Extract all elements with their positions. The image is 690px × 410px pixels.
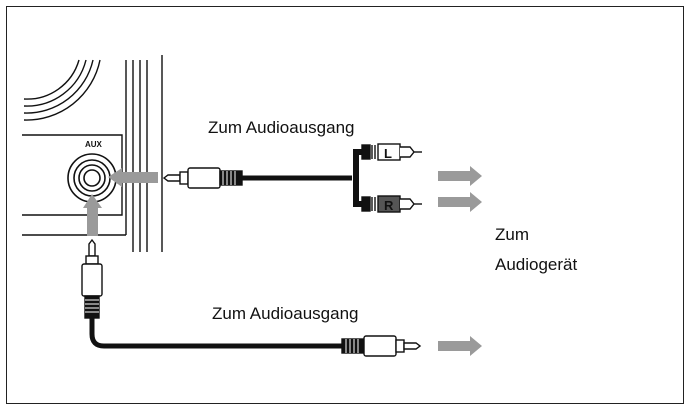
mini-plug-bottom-horizontal bbox=[341, 335, 422, 357]
rca-plug-left bbox=[361, 143, 422, 161]
bottom-output-label: Zum Audioausgang bbox=[212, 304, 359, 323]
cable-bottom bbox=[89, 318, 342, 349]
mini-plug-bottom-vertical bbox=[81, 238, 103, 319]
top-output-label: Zum Audioausgang bbox=[208, 118, 355, 137]
arrow-into-jack-bottom bbox=[83, 194, 102, 236]
mini-plug-top bbox=[162, 167, 243, 189]
diagram-frame bbox=[6, 6, 684, 404]
aux-label: AUX bbox=[85, 140, 103, 149]
arrow-bottom-out bbox=[438, 336, 482, 356]
device-panel bbox=[22, 55, 163, 252]
plug-left-label: L bbox=[384, 146, 392, 161]
cable-splitter bbox=[353, 149, 366, 207]
plug-right-label: R bbox=[384, 198, 394, 213]
arrow-into-jack-right bbox=[108, 168, 158, 187]
device-label-line1: Zum bbox=[495, 225, 529, 244]
device-label-line2: Audiogerät bbox=[495, 255, 578, 274]
rca-plug-right bbox=[361, 195, 422, 213]
arrow-top-out-1 bbox=[438, 166, 482, 186]
arrow-top-out-2 bbox=[438, 192, 482, 212]
